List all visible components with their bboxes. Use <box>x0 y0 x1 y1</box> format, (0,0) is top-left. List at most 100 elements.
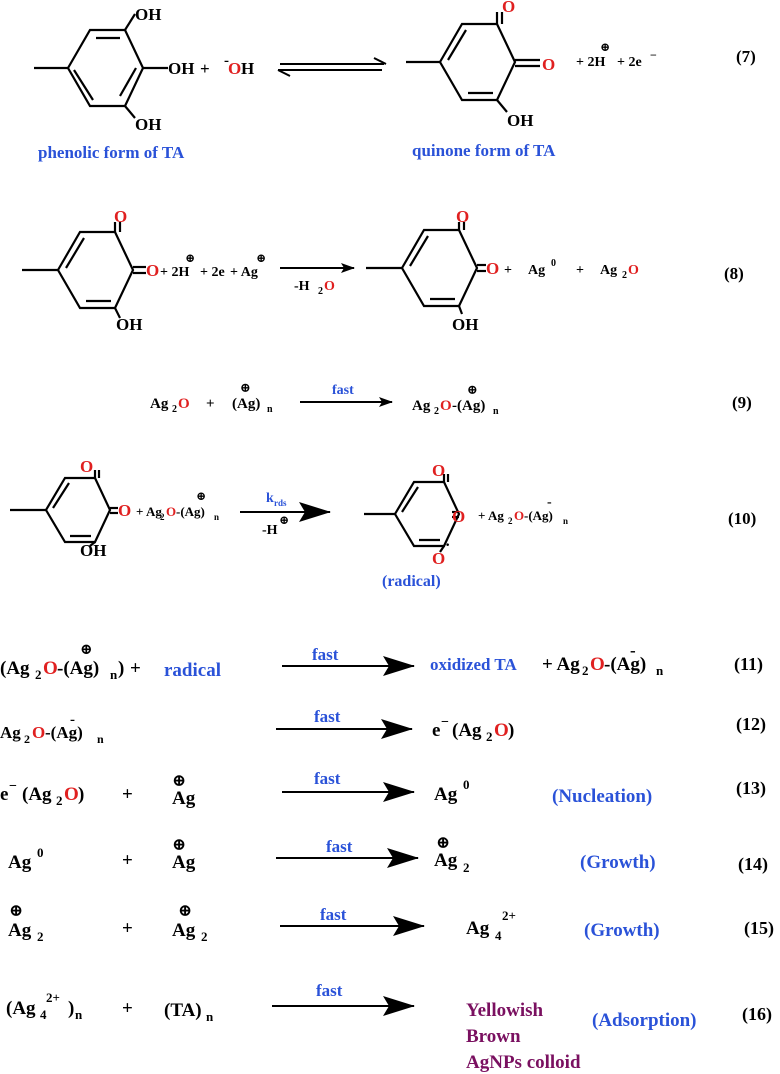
hydroxide-oxygen: O <box>228 59 241 78</box>
product-line-2: Brown <box>466 1026 521 1047</box>
equation-12: Ag 2 O -(Ag) - n fast e − (Ag 2 O ) (12) <box>0 707 766 746</box>
ag2o-sub: 2 <box>172 404 177 415</box>
nucleation-label: (Nucleation) <box>552 786 652 807</box>
plus-sign: + <box>122 998 133 1019</box>
cluster-charge: ⊕ <box>240 380 251 395</box>
product-rest: -(Ag) <box>524 508 553 523</box>
lhs-ag: Ag <box>8 920 32 941</box>
reagent-sub: 2 <box>160 512 165 522</box>
equation-number-16: (16) <box>742 1004 772 1025</box>
plus-sign: + <box>122 850 133 871</box>
product-o: O <box>440 398 452 414</box>
quinone-o-top: O <box>502 0 515 16</box>
equation-7: OH OH + - O H OH O O + 2H ⊕ + 2e <box>34 0 756 162</box>
rhs-rest: -(Ag) <box>604 654 646 675</box>
lhs-sup: 2+ <box>46 990 60 1005</box>
reactant-o-mid: O <box>146 261 159 280</box>
equation-15: Ag ⊕ 2 + Ag ⊕ 2 fast Ag 4 2+ (Growth) (1… <box>8 901 774 944</box>
quinone-form-label: quinone form of TA <box>412 141 556 160</box>
product-oh: OH <box>452 315 478 334</box>
condition-fast: fast <box>326 837 353 856</box>
silver-charge: ⊕ <box>256 251 266 265</box>
equation-10: O O OH + Ag 2 O -(Ag) ⊕ n k rds -H ⊕ O O… <box>10 457 756 590</box>
condition-fast: fast <box>320 905 347 924</box>
proton-charge: ⊕ <box>185 251 195 265</box>
equation-11: (Ag 2 O -(Ag) ⊕ n ) + radical fast oxidi… <box>0 641 763 682</box>
quinone-ring-product <box>366 222 486 315</box>
condition-water-o: O <box>324 279 335 294</box>
lhs-ag: Ag <box>0 723 21 742</box>
product-line-1: Yellowish <box>466 1000 544 1021</box>
silver-ion-charge: ⊕ <box>172 835 186 854</box>
product-o-top: O <box>432 461 445 480</box>
plus-sign: + <box>130 658 141 679</box>
reagent-protons: + 2H <box>160 265 189 280</box>
equation-16: (Ag 4 2+ ) n + (TA) n fast Yellowish Bro… <box>6 981 772 1073</box>
proton-charge: ⊕ <box>600 40 610 54</box>
product-sub: 4 <box>495 928 502 943</box>
condition-water-sub: 2 <box>318 286 323 297</box>
quinone-ring <box>406 12 540 113</box>
reagent-silver: + Ag <box>230 265 258 280</box>
rhs-e-minus: − <box>441 715 449 730</box>
rhs-paren: (Ag <box>452 720 482 741</box>
silver-oxide-o: O <box>628 263 639 278</box>
rhs-o: O <box>494 720 509 741</box>
rhs-o: O <box>590 654 605 675</box>
equation-number-15: (15) <box>744 918 774 939</box>
reagent-charge: ⊕ <box>196 489 206 503</box>
lhs-n: n <box>97 732 104 746</box>
lhs-open: (Ag <box>6 998 36 1019</box>
electron-charge: − <box>650 48 657 62</box>
condition-fast: fast <box>332 383 354 398</box>
plus-sign: + <box>206 396 215 412</box>
lhs-minus: - <box>70 712 75 728</box>
lhs-o: O <box>64 784 79 805</box>
equation-number-10: (10) <box>728 509 756 528</box>
lhs-sub: 2 <box>35 667 42 682</box>
product-n: n <box>563 516 568 526</box>
adsorption-label: (Adsorption) <box>592 1010 697 1031</box>
quinone-o-mid: O <box>542 55 555 74</box>
condition-water-pre: -H <box>294 279 310 294</box>
product-sup: 2+ <box>502 908 516 923</box>
condition-fast: fast <box>316 981 343 1000</box>
reactant-oh: OH <box>116 315 142 334</box>
rhs-ag: Ag <box>434 850 458 871</box>
rhs-close: ) <box>508 720 514 741</box>
rhs-n: n <box>656 663 664 678</box>
lhs-sub: 2 <box>37 929 44 944</box>
radical-dot: · <box>445 537 450 554</box>
plus-sign: + <box>504 263 512 278</box>
equation-number-7: (7) <box>736 47 756 66</box>
silver-ion-charge: ⊕ <box>172 771 186 790</box>
rhs-sub: 2 <box>463 860 470 875</box>
lhs-e-minus: − <box>9 779 17 794</box>
condition-k: k <box>266 491 274 506</box>
reagent-ag: + Ag <box>136 504 162 519</box>
radical-label: radical <box>164 660 221 681</box>
silver-ion: Ag <box>172 788 196 809</box>
plus-sign-2: + <box>576 263 584 278</box>
product-sub: 2 <box>508 516 513 526</box>
product-line-3: AgNPs colloid <box>466 1052 581 1073</box>
reagent-o: O <box>166 504 176 519</box>
growth-label: (Growth) <box>580 852 656 873</box>
growth-label: (Growth) <box>584 920 660 941</box>
lhs-n: n <box>75 1007 83 1022</box>
product-o-radical: O <box>432 549 445 568</box>
lhs-sub: 4 <box>40 1007 47 1022</box>
equation-number-12: (12) <box>736 714 766 735</box>
equation-number-9: (9) <box>732 393 752 412</box>
product-electrons: + 2e <box>617 55 642 70</box>
silver-zero-sup: 0 <box>551 258 556 269</box>
product-protons: + 2H <box>576 55 605 70</box>
equation-9: Ag 2 O + (Ag) ⊕ n fast Ag 2 O -(Ag) ⊕ n … <box>150 380 752 417</box>
equilibrium-arrow <box>277 57 387 77</box>
rhs-e: e <box>432 720 440 741</box>
lhs-sup: 0 <box>37 845 44 860</box>
silver-zero: Ag <box>528 263 545 278</box>
reactant-o-top: O <box>80 457 93 476</box>
lhs-open: (Ag <box>0 658 30 679</box>
